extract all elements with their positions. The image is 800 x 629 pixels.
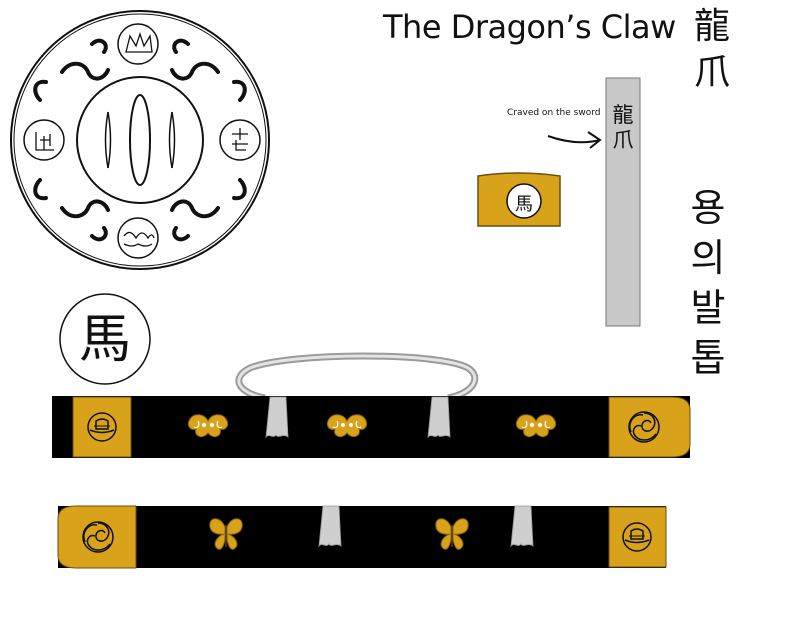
korean-name: 용 의 발 톱 [681,183,735,383]
cord-tie-icon [510,505,534,547]
engraved-char: 爪 [612,128,634,152]
engraving-label: Craved on the sword [507,108,601,118]
engraved-char: 龍 [612,103,634,127]
korean-char: 용 [690,186,726,230]
fitting-right-upper [608,396,691,458]
hanja-char: 爪 [693,52,730,93]
pointer-arrow-icon [547,131,602,149]
emblem-character: 馬 [78,310,131,370]
cord-tie-icon [318,505,342,547]
gold-band [477,172,561,227]
hanja-char: 龍 [693,6,730,47]
band-character: 馬 [515,194,533,215]
guard-medallion-left [23,119,65,161]
fitting-right-lower [608,506,667,568]
cord-tie-icon [265,396,289,438]
hanja-name: 龍 爪 [687,4,737,96]
guard-medallion-right [219,119,261,161]
korean-char: 톱 [690,336,726,380]
fitting-left-lower [57,505,137,569]
band-emblem [506,183,542,219]
cord-tie-icon [427,396,451,438]
tsuba-guard-icon [10,10,270,270]
blade-bar [605,77,641,327]
guard-cloud-scrolls [33,38,247,242]
guard-medallion-top [117,23,159,65]
engraved-text: 龍 爪 [606,103,640,153]
scabbard-lower [57,505,667,569]
guard-medallion-bottom [117,217,159,259]
korean-char: 의 [690,236,726,280]
korean-char: 발 [690,286,726,330]
scabbard-upper [52,352,691,458]
emblem-circle [59,293,151,385]
fitting-left-upper [72,396,132,458]
page-title: The Dragon’s Claw [383,8,676,46]
